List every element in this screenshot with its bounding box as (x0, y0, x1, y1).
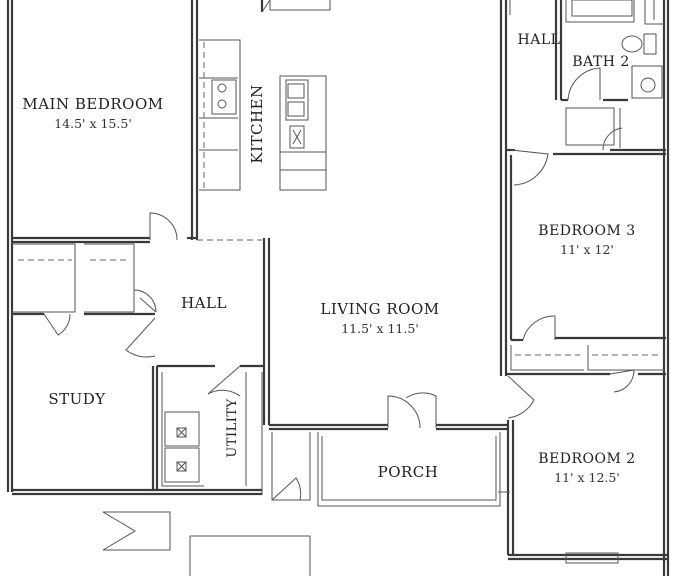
hall-mid-name: HALL (181, 294, 227, 312)
hall-top-name: HALL (518, 32, 561, 48)
kitchen-name: KITCHEN (248, 84, 266, 163)
kitchen-cabinets (199, 39, 327, 191)
walls (6, 0, 670, 576)
bedroom3-name: BEDROOM 3 (538, 223, 635, 239)
bedroom3-size: 11' x 12' (560, 242, 614, 257)
bedroom2-size: 11' x 12.5' (554, 470, 620, 485)
living-room-size: 11.5' x 11.5' (341, 321, 419, 336)
doors (43, 0, 635, 501)
room-labels: MAIN BEDROOM 14.5' x 15.5' KITCHEN HALL … (22, 32, 635, 485)
main-bedroom-name: MAIN BEDROOM (22, 95, 163, 113)
bedroom2-name: BEDROOM 2 (538, 451, 635, 467)
main-bedroom-size: 14.5' x 15.5' (54, 116, 132, 131)
utility-name: UTILITY (225, 398, 240, 457)
bath2-name: BATH 2 (572, 54, 630, 70)
study-name: STUDY (48, 390, 106, 408)
porch-name: PORCH (378, 463, 439, 481)
living-room-name: LIVING ROOM (320, 300, 439, 318)
bath-fixtures (571, 0, 663, 99)
